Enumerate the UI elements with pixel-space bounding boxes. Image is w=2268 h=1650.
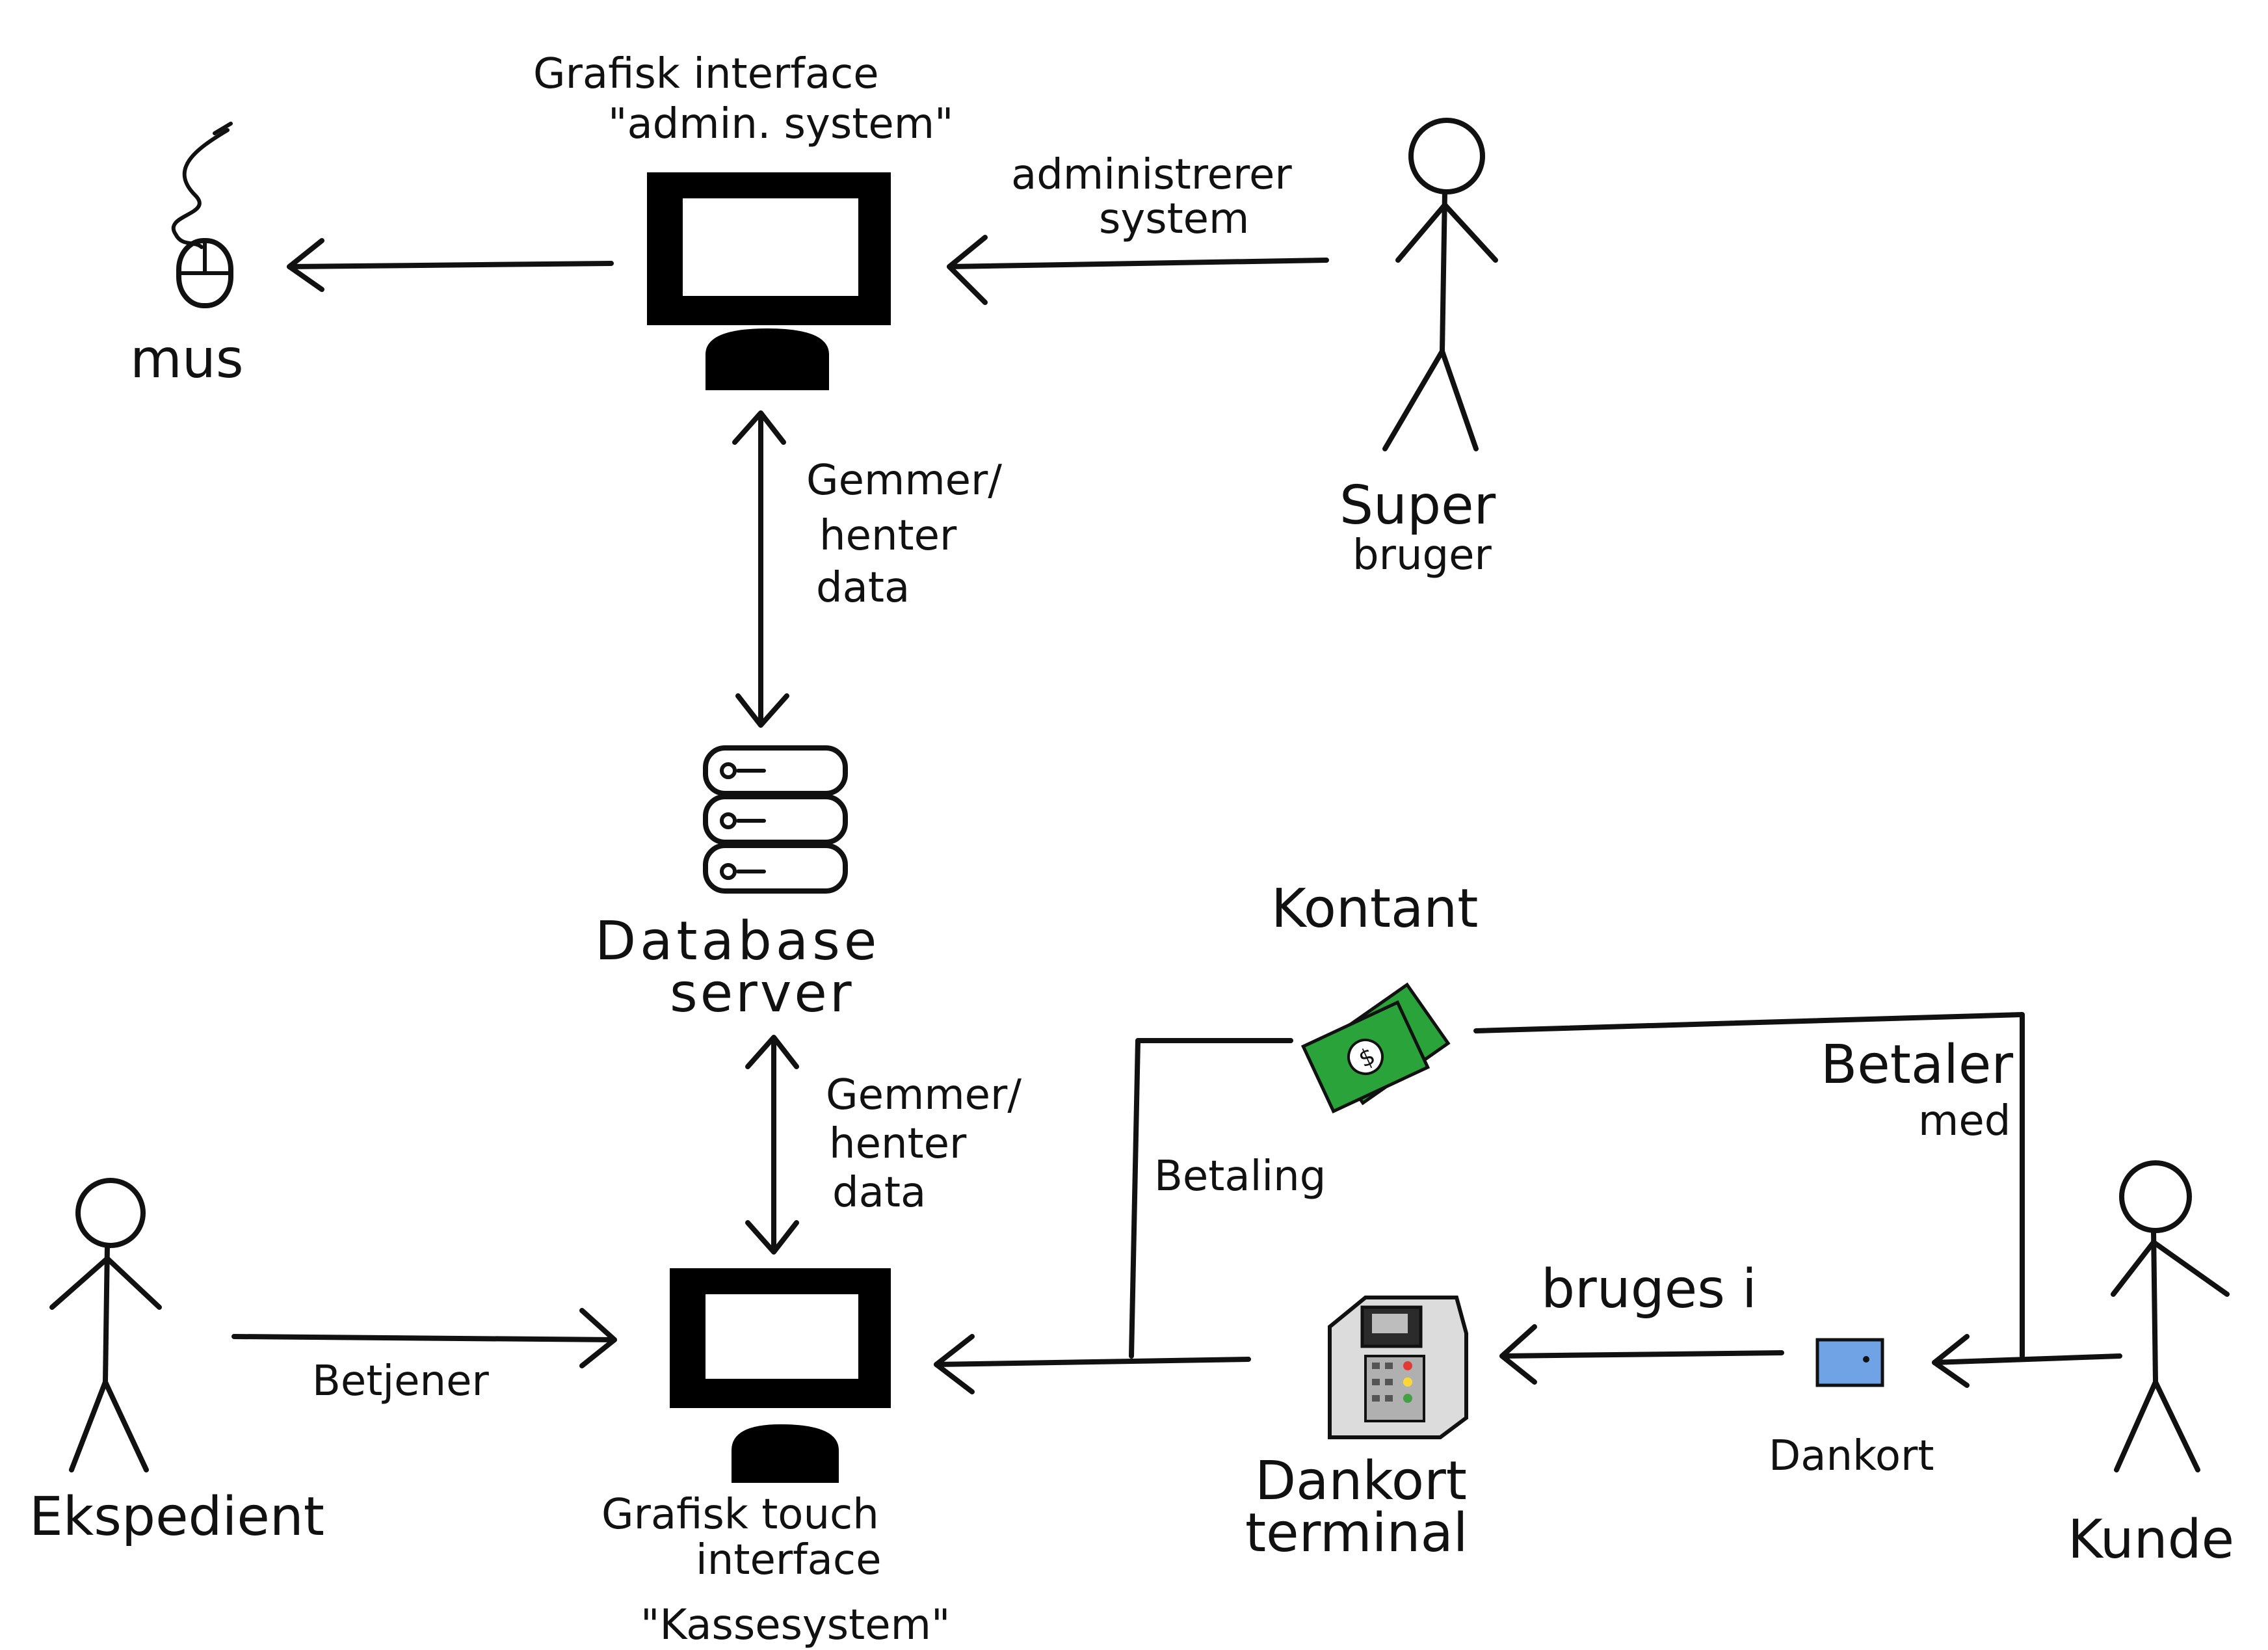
monitor-icon — [647, 172, 891, 390]
payment-line — [1129, 1038, 1293, 1359]
serves-label: Betjener — [312, 1357, 489, 1405]
stick-figure-icon — [1382, 118, 1498, 451]
banknotes-icon: $ $ — [1300, 982, 1451, 1113]
used-in-label: bruges i — [1541, 1258, 1757, 1320]
card-label: Dankort — [1769, 1432, 1934, 1480]
arrow-customer-to-card — [1932, 1334, 2122, 1388]
arrow-terminal-to-touch — [934, 1334, 1251, 1394]
customer-label: Kunde — [2068, 1509, 2234, 1571]
clerk-label: Ekspedient — [29, 1486, 324, 1548]
arrow-clerk-to-touch — [231, 1308, 617, 1368]
touch-monitor-label-3: "Kassesystem" — [640, 1601, 950, 1649]
card-icon — [1815, 1338, 1884, 1387]
touch-monitor-label-2: interface — [696, 1536, 881, 1584]
payment-label: Betaling — [1154, 1152, 1326, 1201]
store-fetch-top-label-3: data — [816, 564, 910, 612]
admin-monitor-label-1: Grafisk interface — [533, 50, 879, 98]
store-fetch-top-label-2: henter — [819, 512, 957, 560]
database-label-1: Database — [595, 911, 880, 972]
arrow-superuser-to-admin — [947, 235, 1329, 305]
store-fetch-bottom-label-1: Gemmer/ — [826, 1071, 1022, 1119]
store-fetch-top-label-1: Gemmer/ — [806, 457, 1002, 505]
database-label-2: server — [670, 963, 854, 1024]
pays-with-label-2: med — [1918, 1097, 2011, 1145]
card-terminal-icon — [1328, 1296, 1468, 1439]
touch-monitor-label-1: Grafisk touch — [601, 1491, 879, 1539]
administers-label-1: administrerer — [1011, 151, 1292, 199]
stick-figure-icon — [2111, 1160, 2230, 1472]
card-terminal-label-2: terminal — [1245, 1502, 1468, 1564]
super-user-label-2: bruger — [1352, 531, 1492, 579]
pays-with-label-1: Betaler — [1821, 1034, 2013, 1096]
store-fetch-bottom-label-3: data — [832, 1169, 926, 1217]
cash-label: Kontant — [1271, 878, 1478, 940]
administers-label-2: system — [1099, 195, 1249, 243]
mouse-label: mus — [130, 328, 244, 390]
store-fetch-bottom-label-2: henter — [829, 1120, 967, 1168]
admin-monitor-label-2: "admin. system" — [608, 100, 953, 148]
pays-with-line — [1473, 1012, 2025, 1359]
arrow-database-touch — [745, 1035, 799, 1255]
monitor-icon — [670, 1268, 891, 1483]
super-user-label-1: Super — [1339, 475, 1496, 537]
server-stack-icon — [703, 745, 848, 894]
stick-figure-icon — [49, 1178, 162, 1472]
arrow-card-to-terminal — [1499, 1324, 1784, 1385]
arrow-admin-database — [732, 410, 789, 728]
arrow-admin-to-mouse — [287, 238, 614, 292]
mouse-icon — [172, 122, 233, 308]
card-terminal-label-1: Dankort — [1255, 1450, 1467, 1512]
